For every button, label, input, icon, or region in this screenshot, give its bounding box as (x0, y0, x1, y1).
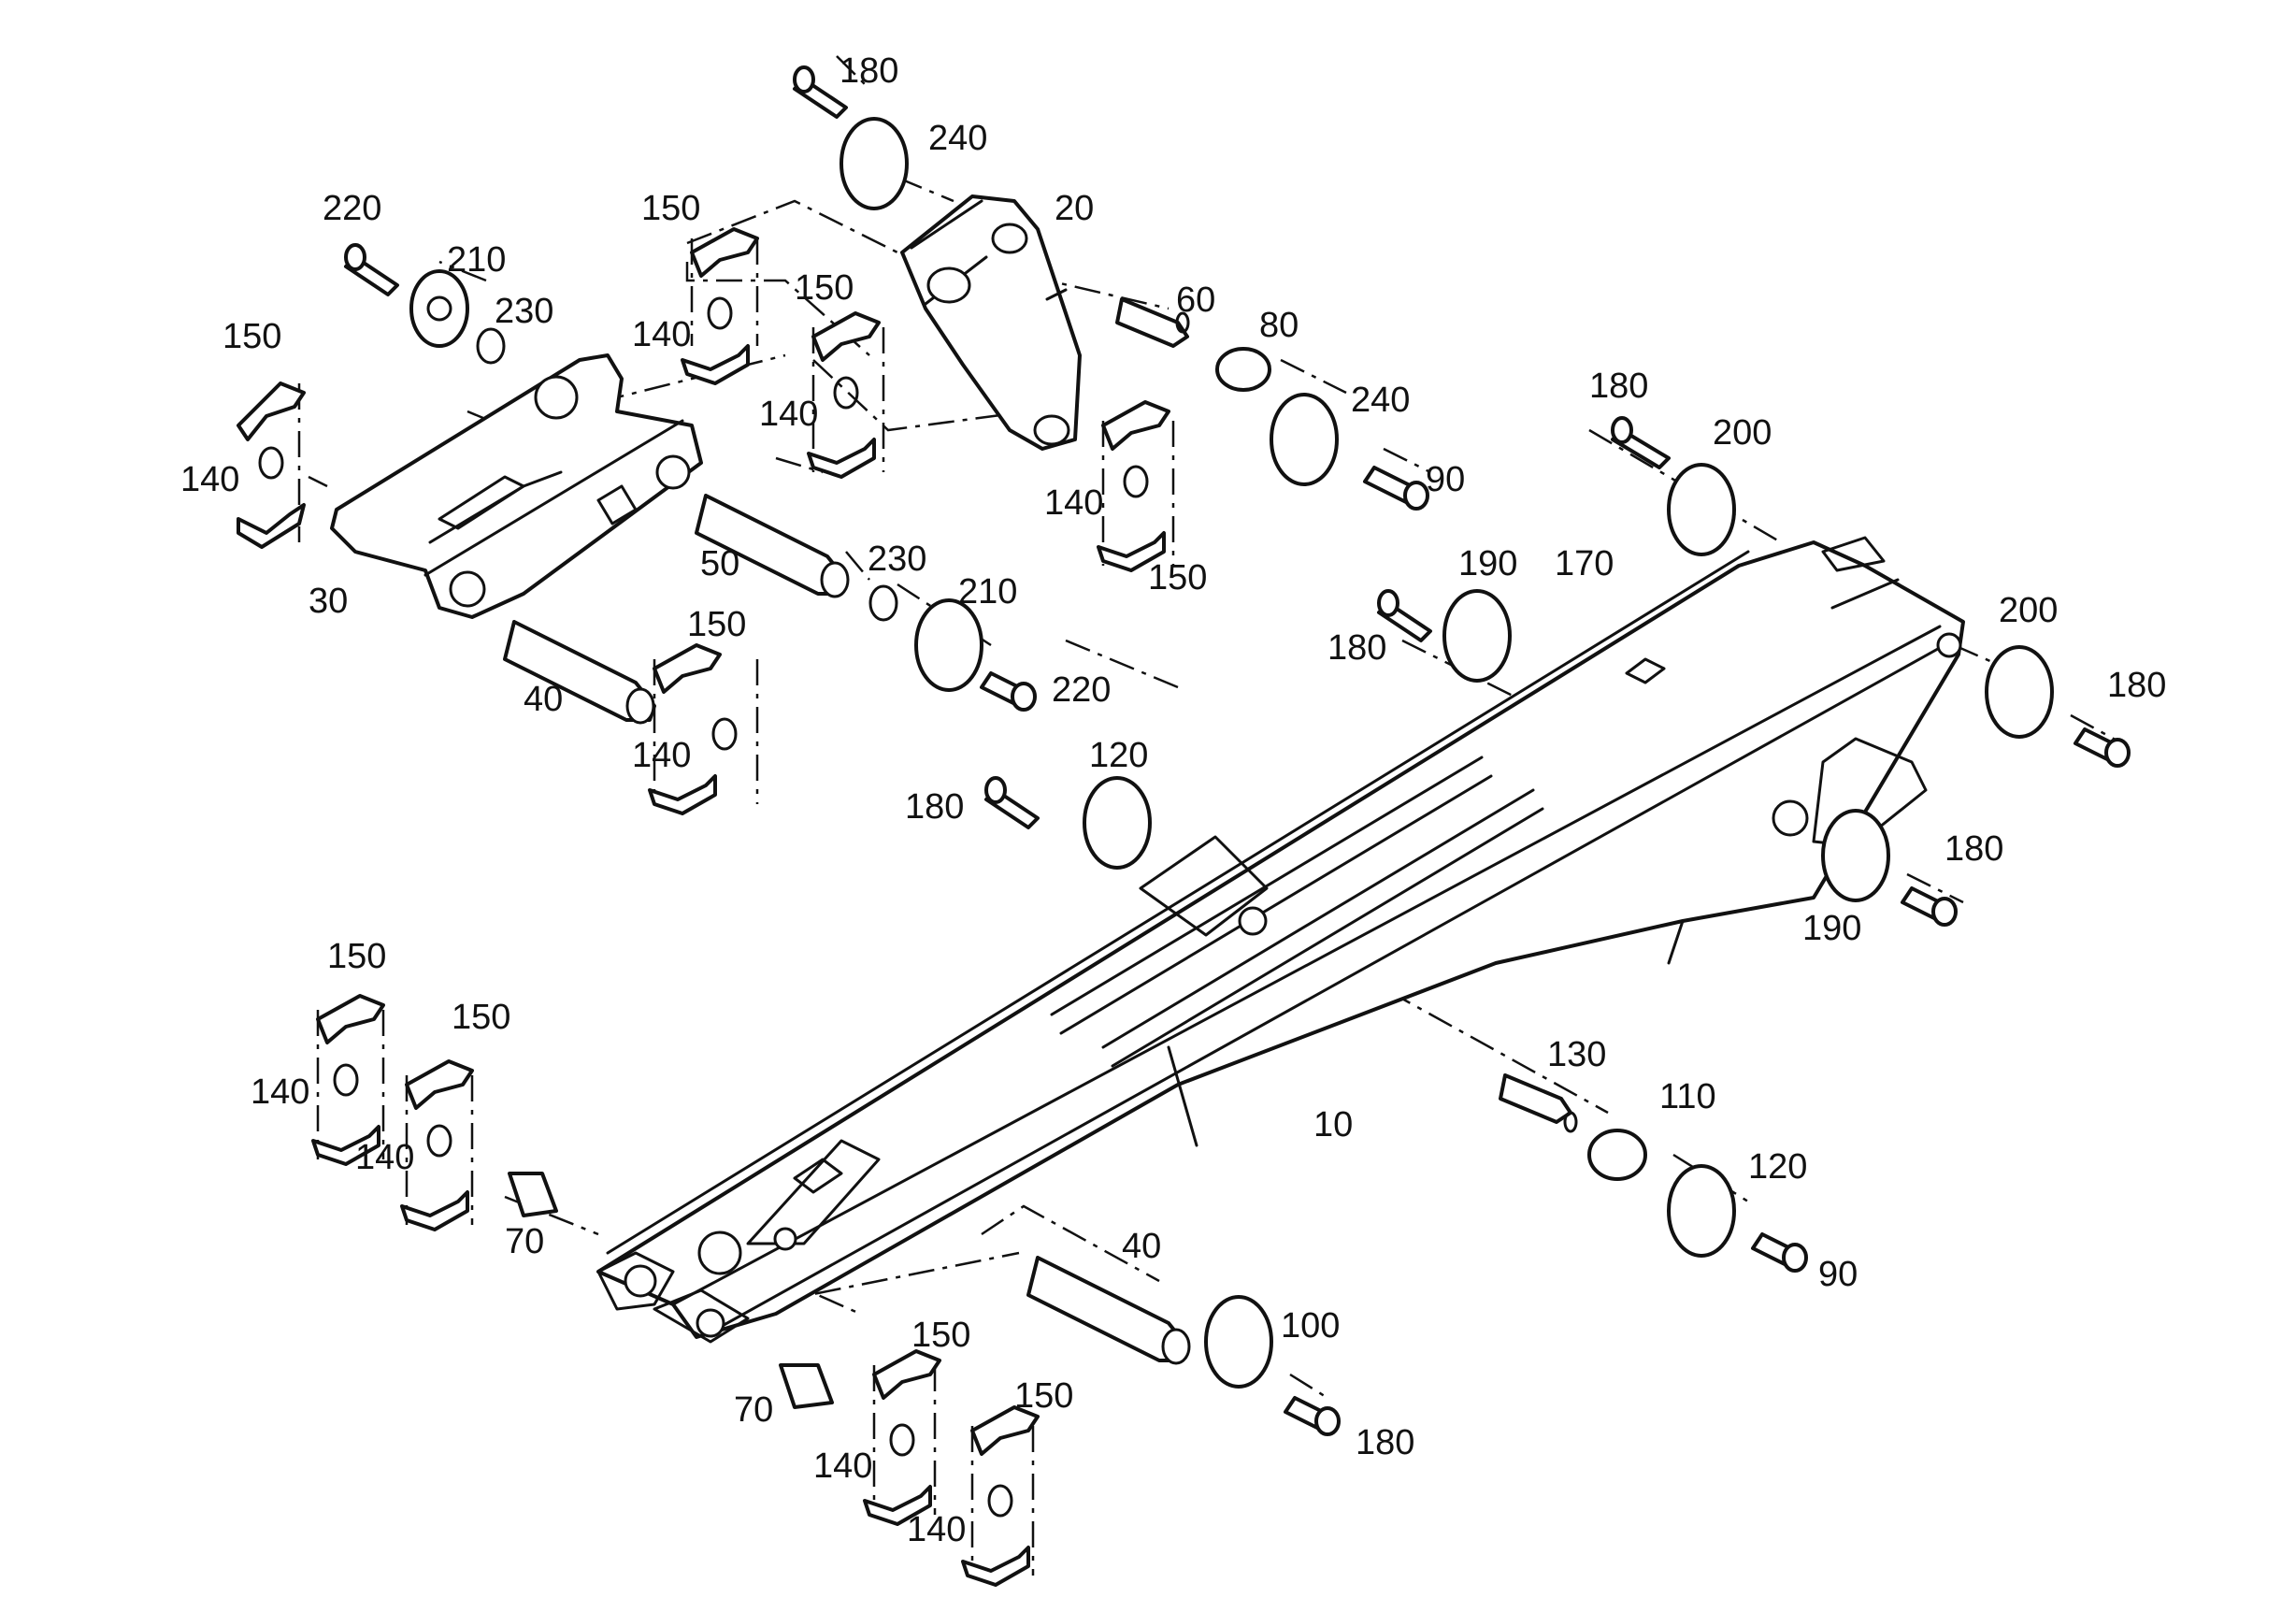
callout-140-f: 140 (251, 1072, 309, 1112)
callout-190-a: 190 (1458, 544, 1517, 583)
link-part-20 (900, 194, 1082, 451)
callout-180-f: 180 (1944, 829, 2003, 869)
callout-140-h: 140 (813, 1446, 872, 1486)
callout-labels: 180 240 20 220 210 230 150 140 150 140 1… (180, 51, 2166, 1549)
callout-70-b: 70 (734, 1390, 773, 1430)
callout-220-b: 220 (1052, 670, 1111, 710)
callout-90-a: 90 (1426, 460, 1465, 499)
bolts (344, 65, 2131, 1436)
callout-240-a: 240 (928, 119, 987, 158)
callout-200-b: 200 (1999, 591, 2058, 630)
callout-150-h: 150 (911, 1316, 970, 1355)
pins (503, 297, 1572, 1409)
callout-50: 50 (700, 544, 739, 583)
callout-150-b: 150 (795, 268, 854, 308)
callout-40-b: 40 (1122, 1227, 1161, 1266)
callout-180-g: 180 (1356, 1423, 1414, 1462)
boom-part-10 (596, 536, 1965, 1344)
callout-230-b: 230 (868, 540, 926, 579)
callout-210-b: 210 (958, 572, 1017, 612)
callout-140-d: 140 (1044, 483, 1103, 523)
callout-120-a: 120 (1089, 736, 1148, 775)
link-part-30 (330, 353, 703, 619)
callout-140-c: 140 (180, 460, 239, 499)
callout-210-a: 210 (447, 240, 506, 280)
callout-30: 30 (309, 582, 348, 621)
callout-150-i: 150 (1014, 1376, 1073, 1416)
callout-10: 10 (1313, 1105, 1353, 1144)
clamp-pairs (237, 227, 1170, 1587)
callout-200-a: 200 (1713, 413, 1772, 453)
callout-180-e: 180 (905, 787, 964, 827)
callout-140-b: 140 (759, 395, 818, 434)
callout-150-d: 150 (1148, 558, 1207, 597)
callout-180-b: 180 (1589, 367, 1648, 406)
callout-120-b: 120 (1748, 1147, 1807, 1187)
callout-170: 170 (1555, 544, 1614, 583)
callout-140-e: 140 (632, 736, 691, 775)
callout-230-a: 230 (495, 292, 553, 331)
callout-40-a: 40 (524, 680, 563, 719)
callout-190-b: 190 (1802, 909, 1861, 948)
callout-240-b: 240 (1351, 381, 1410, 420)
callout-140-a: 140 (632, 315, 691, 354)
callout-90-b: 90 (1818, 1255, 1858, 1294)
callout-220-a: 220 (323, 189, 381, 228)
callout-140-i: 140 (907, 1510, 966, 1549)
callout-150-f: 150 (327, 937, 386, 976)
callout-20: 20 (1055, 189, 1094, 228)
callout-130: 130 (1547, 1035, 1606, 1074)
callout-180-c: 180 (1327, 628, 1386, 668)
callout-150-c: 150 (222, 317, 281, 356)
callout-80: 80 (1259, 306, 1299, 345)
callout-100: 100 (1281, 1306, 1340, 1346)
cover-plates (409, 117, 2054, 1389)
callout-150-g: 150 (452, 998, 510, 1037)
callout-180-d: 180 (2107, 666, 2166, 705)
callout-150-a: 150 (641, 189, 700, 228)
callout-60: 60 (1176, 281, 1215, 320)
callout-150-e: 150 (687, 605, 746, 644)
callout-140-g: 140 (355, 1138, 414, 1177)
callout-180-a: 180 (839, 51, 898, 91)
callout-70-a: 70 (505, 1222, 544, 1261)
callout-110: 110 (1659, 1077, 1716, 1116)
